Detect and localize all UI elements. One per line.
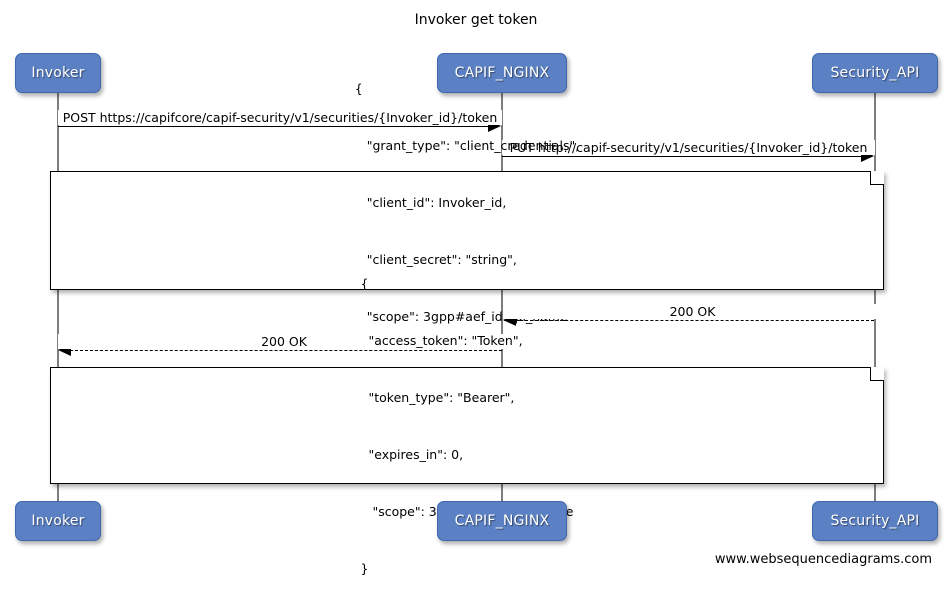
note-response: { "access_token": "Token", "token_type":… xyxy=(50,276,884,576)
note-response-line: "token_type": "Bearer", xyxy=(360,389,515,405)
participant-capif-nginx-top-label: CAPIF_NGINX xyxy=(454,65,550,81)
message-2-label: PUT http://capif-security/v1/securities/… xyxy=(502,140,875,155)
note-response-line: "access_token": "Token", xyxy=(360,332,523,348)
participant-capif-nginx-top[interactable]: CAPIF_NGINX xyxy=(437,53,567,93)
note-response-body: { "access_token": "Token", "token_type":… xyxy=(51,276,883,576)
participant-capif-nginx-bottom-label: CAPIF_NGINX xyxy=(454,513,550,529)
lifeline-security-api xyxy=(874,92,876,502)
note-request: { "grant_type": "client_credentials", "c… xyxy=(50,81,884,381)
participant-security-api-bottom[interactable]: Security_API xyxy=(812,501,938,541)
participant-invoker-top[interactable]: Invoker xyxy=(15,53,101,93)
participant-security-api-top[interactable]: Security_API xyxy=(812,53,938,93)
sequence-diagram-canvas: Invoker get token Invoker CAPIF_NGINX Se… xyxy=(15,12,938,576)
lifeline-capif-nginx xyxy=(501,92,503,502)
message-4-line xyxy=(70,350,502,351)
participant-invoker-bottom[interactable]: Invoker xyxy=(15,501,101,541)
note-request-line: { xyxy=(354,80,363,96)
participant-security-api-top-label: Security_API xyxy=(830,65,920,81)
note-response-line: "expires_in": 0, xyxy=(360,446,464,462)
message-1-label: POST https://capifcore/capif-security/v1… xyxy=(58,110,502,125)
watermark-footer: www.websequencediagrams.com xyxy=(714,552,932,567)
note-request-line: "client_secret": "string", xyxy=(354,251,517,267)
message-2-line xyxy=(502,156,862,157)
participant-capif-nginx-bottom[interactable]: CAPIF_NGINX xyxy=(437,501,567,541)
participant-invoker-top-label: Invoker xyxy=(31,65,85,81)
participant-invoker-bottom-label: Invoker xyxy=(31,513,85,529)
message-3-label: 200 OK xyxy=(503,304,882,319)
note-request-fold-corner-icon xyxy=(870,171,884,185)
lifeline-invoker xyxy=(57,92,59,502)
note-request-text: { "grant_type": "client_credentials", "c… xyxy=(355,41,579,421)
note-request-line: "client_id": Invoker_id, xyxy=(354,194,507,210)
note-request-line: "grant_type": "client_credentials", xyxy=(354,137,580,153)
diagram-title: Invoker get token xyxy=(414,12,538,28)
note-response-text: { "access_token": "Token", "token_type":… xyxy=(361,236,574,616)
note-response-line: } xyxy=(360,560,369,576)
message-3-line xyxy=(515,320,874,321)
message-1-line xyxy=(58,126,491,127)
note-response-fold-corner-icon xyxy=(870,367,884,381)
note-request-body: { "grant_type": "client_credentials", "c… xyxy=(51,81,883,381)
note-response-line: { xyxy=(360,275,369,291)
message-4-label: 200 OK xyxy=(58,334,510,349)
participant-security-api-bottom-label: Security_API xyxy=(830,513,920,529)
